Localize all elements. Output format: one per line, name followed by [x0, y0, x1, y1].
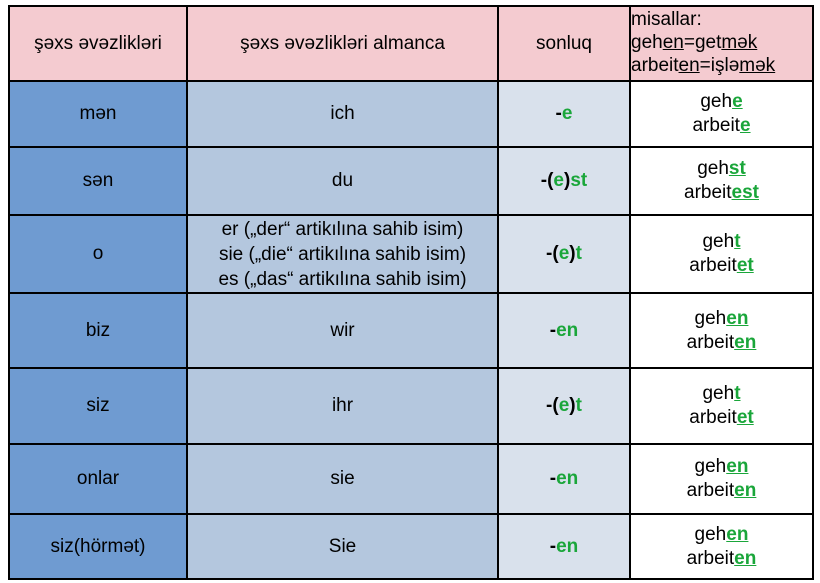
- pronoun-az: sən: [8, 146, 188, 216]
- note-das: es („das“ artikılına sahib isim): [218, 268, 467, 290]
- header-ending: sonluq: [497, 5, 631, 82]
- ending: -e: [497, 80, 631, 148]
- pronoun-de: ich: [186, 80, 499, 148]
- examples: gehen arbeiten: [629, 443, 814, 515]
- ending: -(e)t: [497, 214, 631, 294]
- pronoun-az: mən: [8, 80, 188, 148]
- pronoun-az: siz(hörmət): [8, 513, 188, 580]
- note-der: er („der“ artikılına sahib isim): [221, 218, 464, 240]
- note-die: sie („die“ artikılına sahib isim): [218, 243, 467, 265]
- header-pronouns-german: şəxs əvəzlikləri almanca: [186, 5, 499, 82]
- ending: -(e)t: [497, 367, 631, 445]
- pronoun-de: du: [186, 146, 499, 216]
- table-row: o er („der“ artikılına sahib isim) sie (…: [8, 214, 814, 294]
- pronoun-az: siz: [8, 367, 188, 445]
- table-row: siz(hörmət) Sie -en gehen arbeiten: [8, 513, 814, 580]
- examples: gehen arbeiten: [629, 292, 814, 369]
- table-row: sən du -(e)st gehst arbeitest: [8, 146, 814, 216]
- header-examples: misallar: gehen=getmək arbeiten=işləmək: [629, 5, 814, 82]
- examples: gehen arbeiten: [629, 513, 814, 580]
- header-pronouns: şəxs əvəzlikləri: [8, 5, 188, 82]
- table-row: biz wir -en gehen arbeiten: [8, 292, 814, 369]
- table-row: siz ihr -(e)t geht arbeitet: [8, 367, 814, 445]
- ending: -en: [497, 292, 631, 369]
- pronoun-az: biz: [8, 292, 188, 369]
- pronoun-de: wir: [186, 292, 499, 369]
- pronoun-az: o: [8, 214, 188, 294]
- pronoun-de: sie: [186, 443, 499, 515]
- examples-title: misallar:: [631, 9, 702, 30]
- table-row: mən ich -e gehe arbeite: [8, 80, 814, 148]
- table-row: onlar sie -en gehen arbeiten: [8, 443, 814, 515]
- examples: geht arbeitet: [629, 214, 814, 294]
- example-arbeiten: arbeiten=işləmək: [631, 55, 776, 76]
- examples: gehe arbeite: [629, 80, 814, 148]
- pronoun-de: Sie: [186, 513, 499, 580]
- conjugation-table: şəxs əvəzlikləri şəxs əvəzlikləri almanc…: [8, 5, 814, 580]
- example-gehen: gehen=getmək: [631, 32, 758, 53]
- ending: -en: [497, 513, 631, 580]
- examples: geht arbeitet: [629, 367, 814, 445]
- header-row: şəxs əvəzlikləri şəxs əvəzlikləri almanc…: [8, 5, 814, 82]
- pronoun-az: onlar: [8, 443, 188, 515]
- pronoun-de: ihr: [186, 367, 499, 445]
- examples: gehst arbeitest: [629, 146, 814, 216]
- pronoun-de: er („der“ artikılına sahib isim) sie („d…: [186, 214, 499, 294]
- ending: -(e)st: [497, 146, 631, 216]
- ending: -en: [497, 443, 631, 515]
